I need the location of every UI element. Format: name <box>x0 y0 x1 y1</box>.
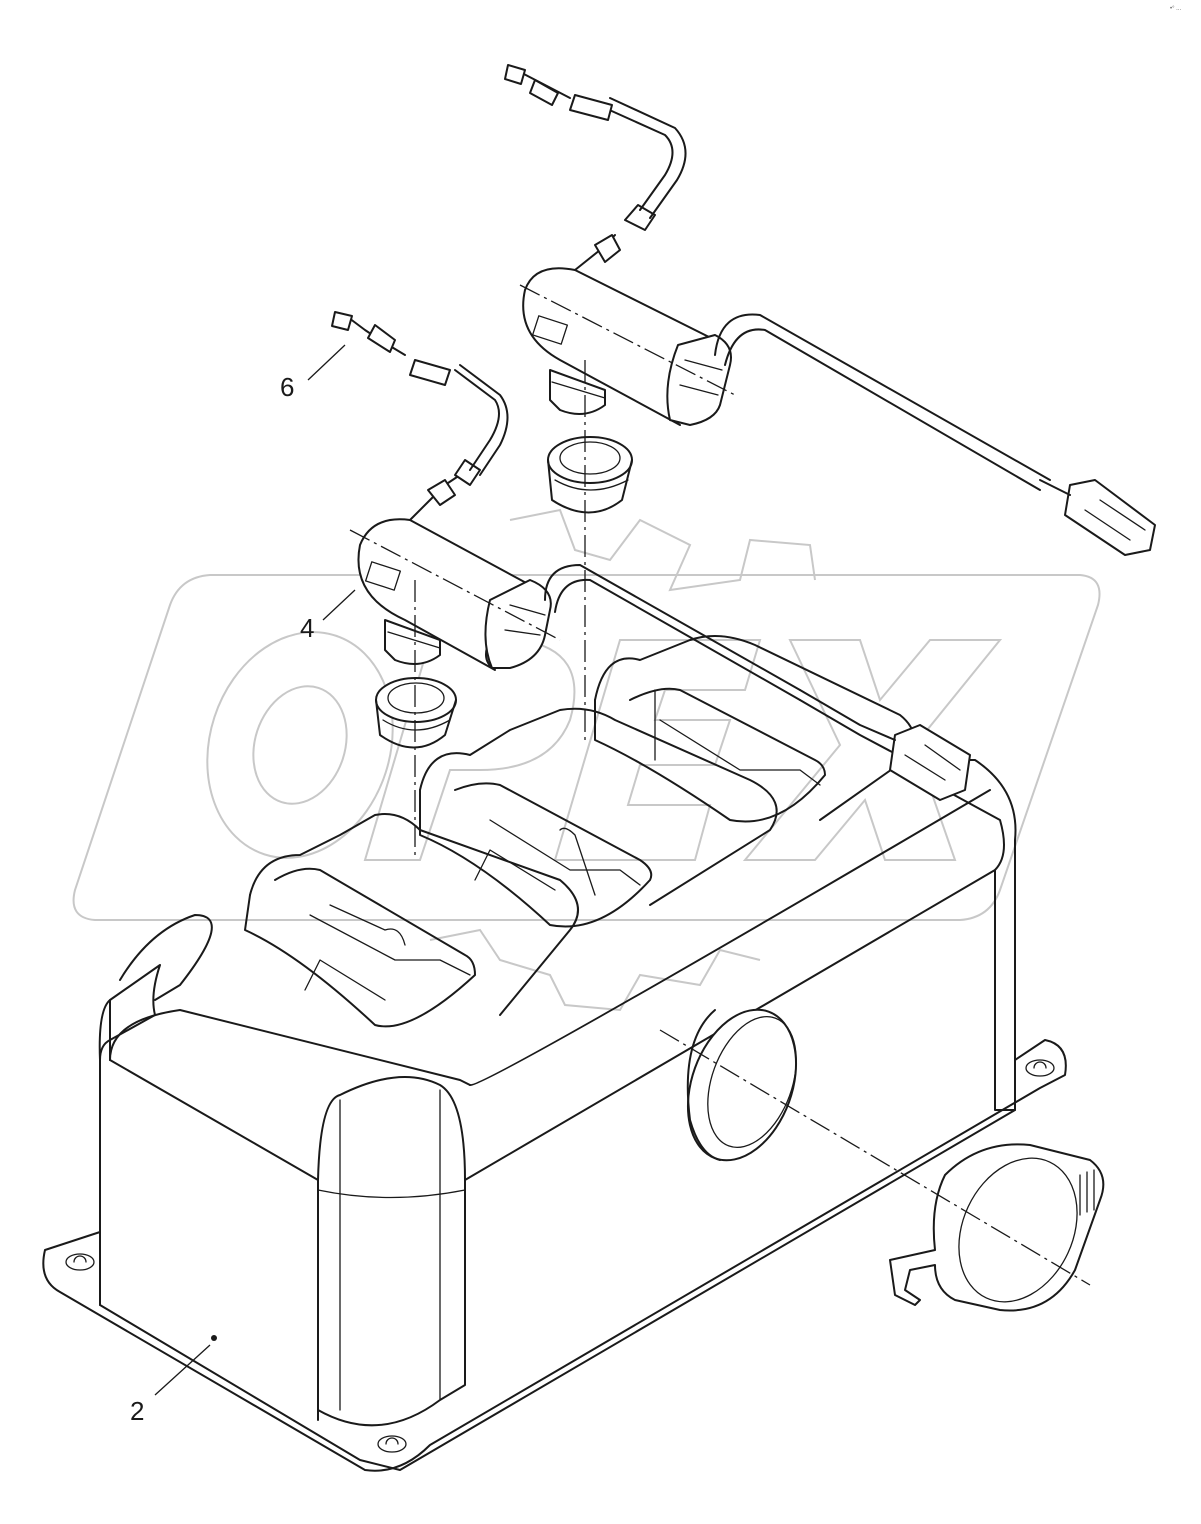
pump-assembly-right <box>504 64 1156 556</box>
callout-6: 6 <box>280 344 346 402</box>
pump-assembly-left <box>331 311 971 801</box>
svg-text:6: 6 <box>280 372 294 402</box>
filler-well-left <box>244 813 579 1028</box>
callout-4: 4 <box>300 589 356 643</box>
svg-text:2: 2 <box>130 1396 144 1426</box>
filler-cap <box>889 1143 1105 1312</box>
tank-body <box>42 759 1067 1472</box>
seal-grommet-right <box>547 436 633 514</box>
side-port <box>686 1008 798 1162</box>
corner-mark: •° ... <box>1170 6 1182 12</box>
centerlines <box>349 284 1091 1286</box>
seal-grommet-left <box>375 677 457 749</box>
svg-text:4: 4 <box>300 613 314 643</box>
callout-2: 2 <box>130 1344 211 1426</box>
filler-well-middle <box>419 707 778 928</box>
